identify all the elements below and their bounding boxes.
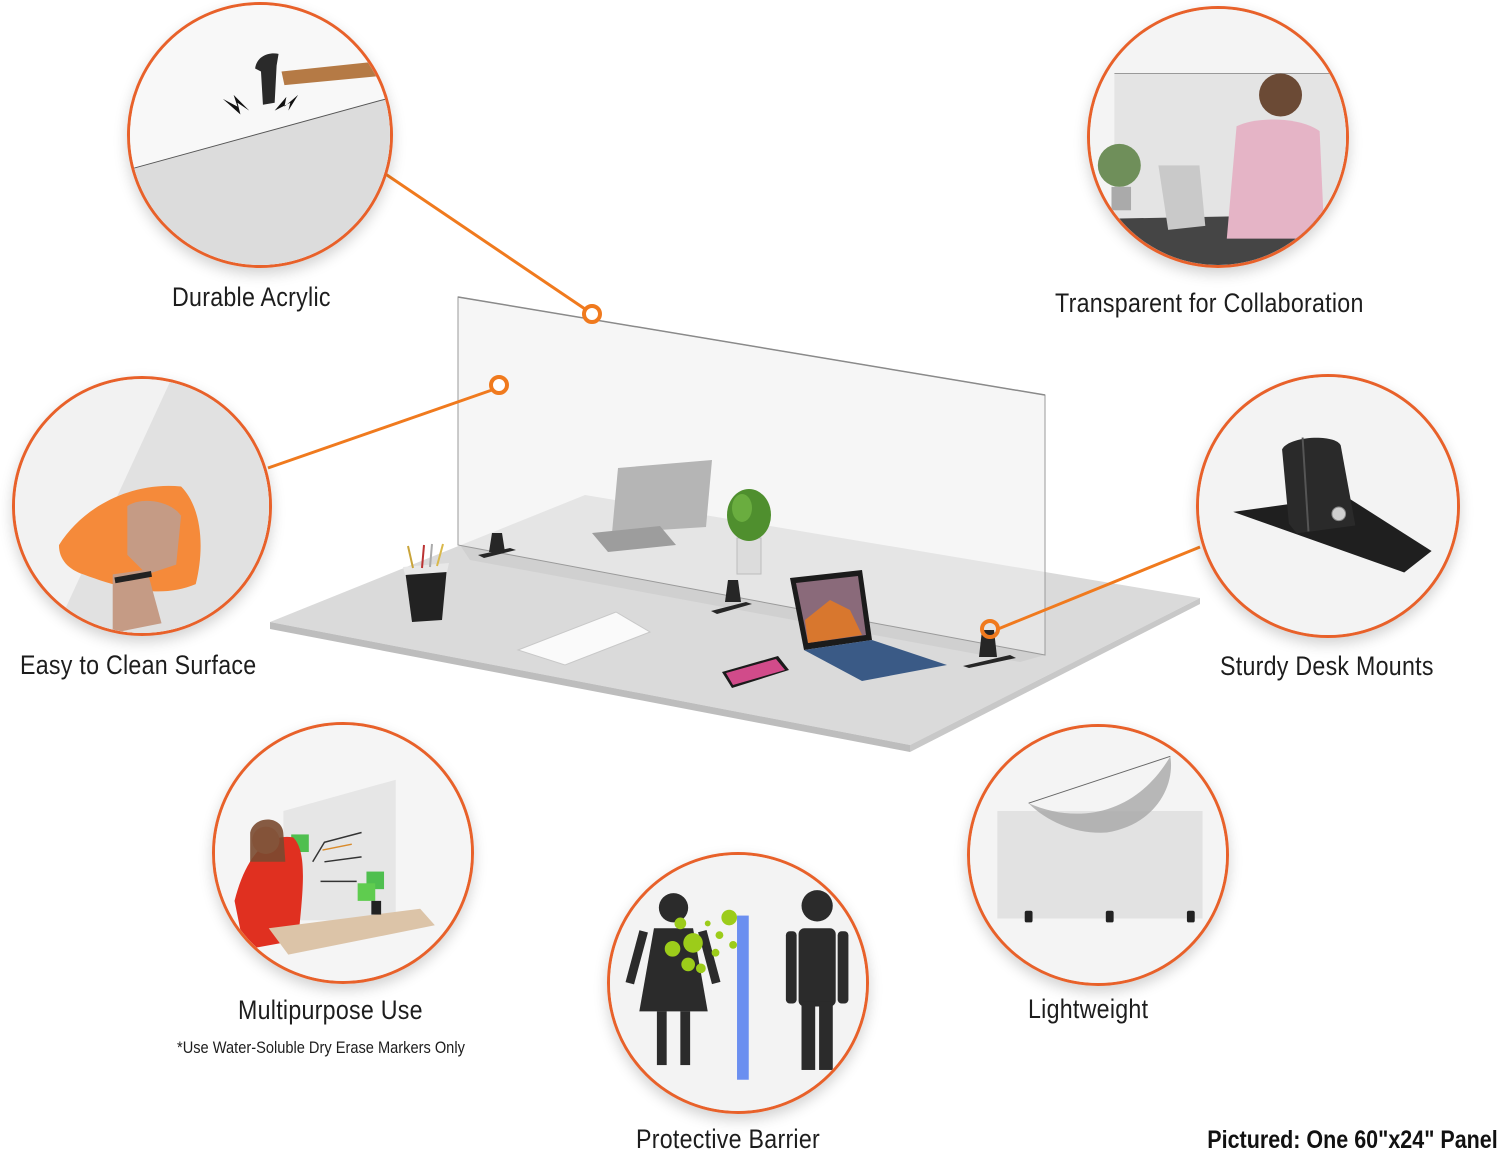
callout-dot-mount [980,619,1000,639]
feature-label-sturdy-mounts: Sturdy Desk Mounts [1220,651,1434,681]
feature-label-multipurpose: Multipurpose Use [238,995,423,1025]
desk-mount-bracket-icon [1199,377,1457,635]
notebook [516,611,652,666]
feature-label-durable-acrylic: Durable Acrylic [172,282,331,312]
feature-durable-acrylic-circle [127,2,393,268]
feature-label-easy-clean: Easy to Clean Surface [20,650,257,680]
panel-size-caption: Pictured: One 60"x24" Panel [1207,1126,1498,1154]
whiteboard-photo [215,725,471,981]
feature-multipurpose-circle [212,722,474,984]
barrier-people-icon [610,855,866,1111]
feature-sublabel-multipurpose: *Use Water-Soluble Dry Erase Markers Onl… [177,1038,465,1057]
callout-dot-clean [489,375,509,395]
feature-lightweight-circle [967,724,1229,986]
callout-dot-durable [582,304,602,324]
feature-sturdy-mounts-circle [1196,374,1460,638]
hammer-icon [130,5,390,265]
feature-label-lightweight: Lightweight [1028,994,1149,1024]
person-at-desk-photo [1090,9,1346,265]
feature-transparent-circle [1087,6,1349,268]
cleaning-cloth-icon [15,379,269,633]
feature-easy-clean-circle [12,376,272,636]
feather-icon [970,727,1226,983]
feature-label-transparent: Transparent for Collaboration [1055,288,1364,318]
feature-protective-barrier-circle [607,852,869,1114]
feature-label-protective-barrier: Protective Barrier [636,1124,821,1154]
